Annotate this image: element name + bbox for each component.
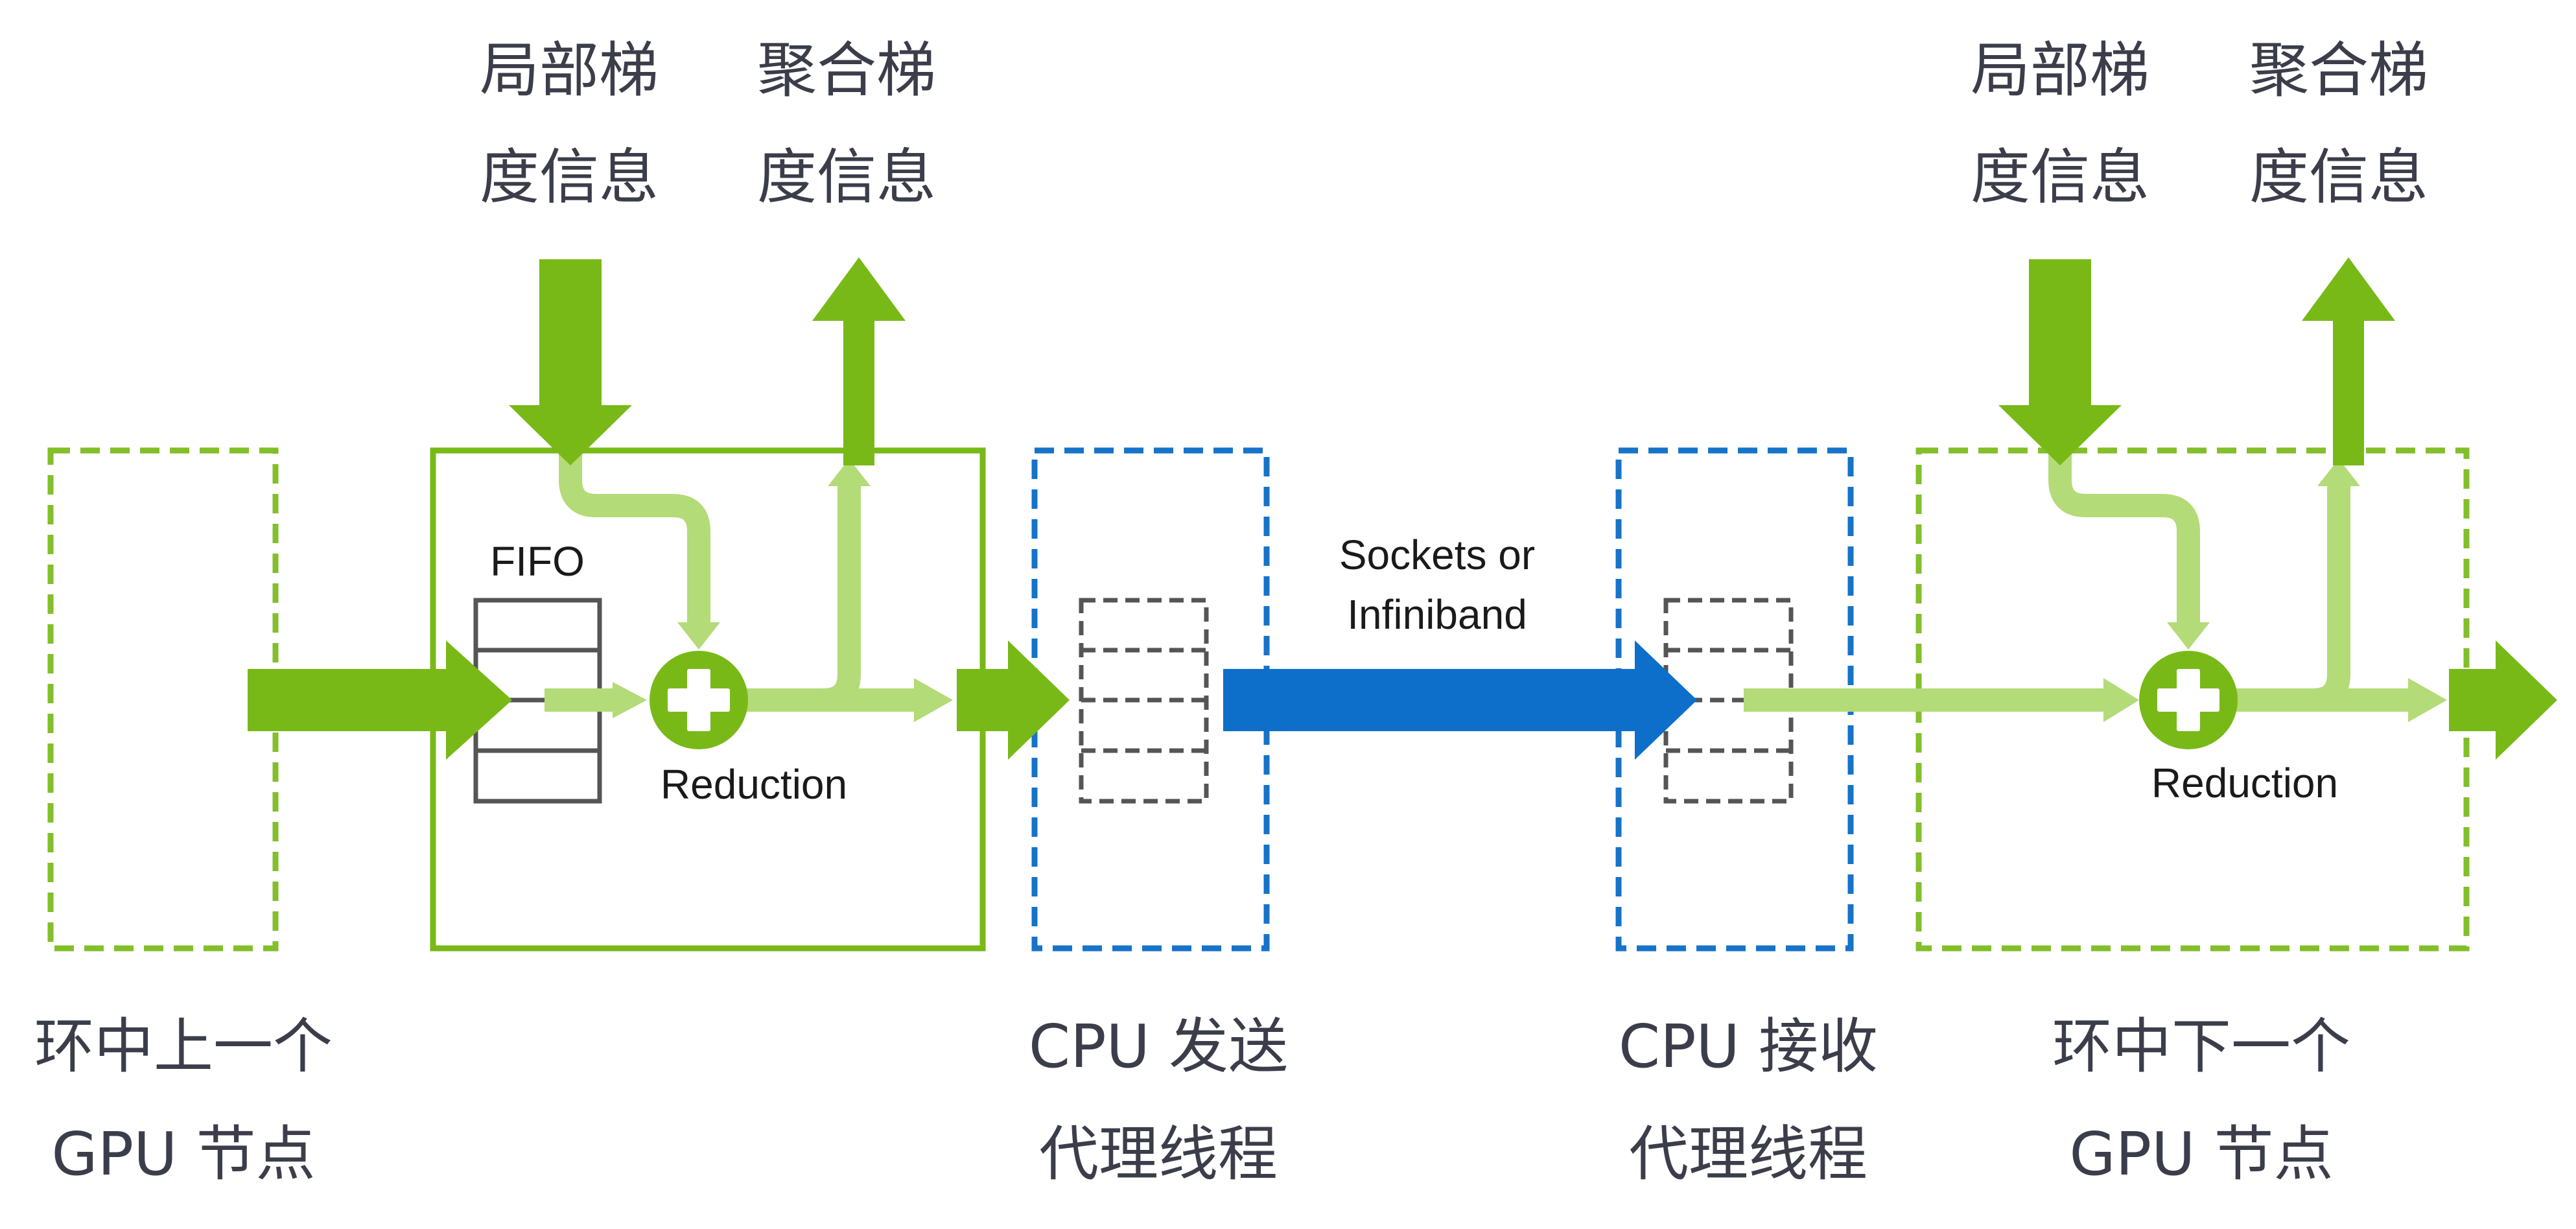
prev-gpu-label-2: GPU 节点 [51, 1119, 315, 1189]
right-local-gradient-label-2: 度信息 [1971, 143, 2149, 212]
reduction-label-left: Reduction [661, 761, 847, 808]
next-gpu-box [1915, 447, 2470, 952]
reduction-label-right: Reduction [2151, 760, 2338, 806]
right-local-gradient-arrow [1998, 259, 2122, 465]
left-aggregated-gradient-arrow [812, 257, 906, 465]
cpu-recv-label-2: 代理线程 [1629, 1119, 1868, 1189]
send-proxy-queue [1079, 598, 1209, 804]
right-aggregated-gradient-label-2: 度信息 [2249, 143, 2428, 212]
right-internal-arrowheads [2103, 459, 2447, 722]
left-local-gradient-label-1: 局部梯 [480, 36, 659, 105]
cpu-send-label-2: 代理线程 [1039, 1119, 1278, 1189]
cpu-recv-label-1: CPU 接收 [1619, 1012, 1878, 1081]
right-internal-flows [1744, 454, 2411, 712]
fifo-label: FIFO [490, 538, 585, 585]
prev-gpu-box [47, 447, 279, 952]
next-gpu-label-1: 环中下一个 [2052, 1012, 2350, 1081]
left-internal-flows [544, 454, 917, 712]
left-local-gradient-label-2: 度信息 [480, 143, 659, 212]
right-aggregated-gradient-label-1: 聚合梯 [2249, 36, 2428, 105]
left-aggregated-gradient-label-1: 聚合梯 [757, 36, 936, 105]
output-to-next-ring-arrow [2449, 640, 2557, 760]
output-to-send-proxy-arrow [957, 640, 1070, 760]
left-aggregated-gradient-label-2: 度信息 [757, 143, 936, 212]
plus-circle-icon [650, 651, 748, 749]
right-local-gradient-label-1: 局部梯 [1971, 36, 2149, 105]
network-transfer-arrow [1223, 640, 1697, 760]
prev-gpu-label-1: 环中上一个 [34, 1012, 333, 1081]
plus-circle-icon [2139, 651, 2238, 749]
right-aggregated-gradient-arrow [2302, 257, 2395, 465]
left-internal-arrowheads [613, 459, 953, 722]
left-local-gradient-arrow [509, 259, 632, 465]
link-label-line1: Sockets or [1339, 532, 1535, 578]
next-gpu-label-2: GPU 节点 [2069, 1119, 2333, 1189]
link-label-line2: Infiniband [1347, 591, 1527, 638]
input-from-prev-gpu-arrow [248, 640, 512, 760]
cpu-send-label-1: CPU 发送 [1029, 1012, 1288, 1081]
